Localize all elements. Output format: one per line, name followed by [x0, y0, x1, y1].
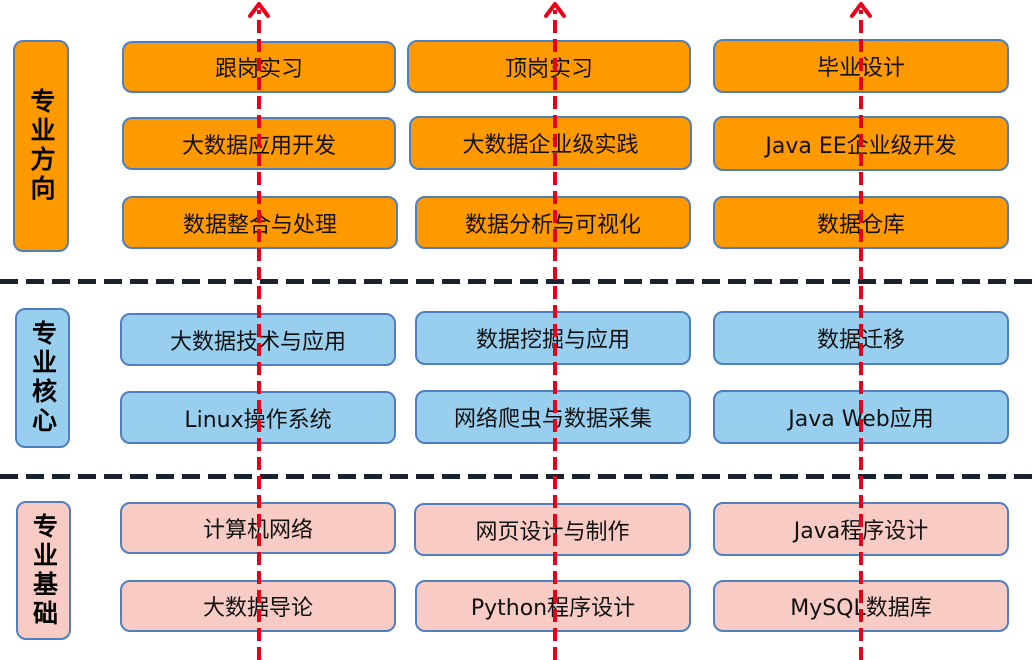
category-label-core: 专业核心: [15, 308, 70, 448]
course-box: 大数据导论: [120, 580, 396, 632]
course-box: Java EE企业级开发: [713, 116, 1009, 171]
course-box: 大数据应用开发: [122, 117, 396, 170]
course-box: 毕业设计: [713, 39, 1009, 93]
course-box: Python程序设计: [415, 580, 691, 632]
course-box: 数据迁移: [713, 311, 1009, 365]
course-box: 大数据技术与应用: [120, 313, 396, 366]
category-label-text: 专业核心: [28, 320, 58, 436]
course-box: 计算机网络: [120, 502, 396, 554]
course-box: 数据仓库: [713, 196, 1009, 249]
category-label-foundation: 专业基础: [16, 501, 71, 640]
course-box: Java程序设计: [713, 502, 1009, 556]
arrow-up-icon: [544, 2, 566, 18]
course-box: Java Web应用: [713, 390, 1009, 444]
course-box: 跟岗实习: [122, 41, 396, 93]
section-separator: [0, 279, 1034, 284]
course-box: 网络爬虫与数据采集: [415, 390, 691, 444]
course-box: 大数据企业级实践: [409, 116, 692, 170]
arrow-up-icon: [850, 2, 872, 18]
category-label-direction: 专业方向: [13, 40, 69, 252]
course-box: Linux操作系统: [120, 391, 396, 444]
arrow-up-icon: [248, 2, 270, 18]
course-box: 网页设计与制作: [414, 503, 691, 556]
section-separator: [0, 474, 1034, 479]
course-box: 数据整合与处理: [122, 196, 398, 249]
category-label-text: 专业方向: [27, 88, 56, 204]
course-box: 数据挖掘与应用: [415, 311, 691, 365]
course-box: MySQL数据库: [713, 580, 1009, 632]
category-label-text: 专业基础: [29, 512, 59, 629]
course-box: 顶岗实习: [407, 40, 691, 93]
course-box: 数据分析与可视化: [415, 196, 691, 249]
